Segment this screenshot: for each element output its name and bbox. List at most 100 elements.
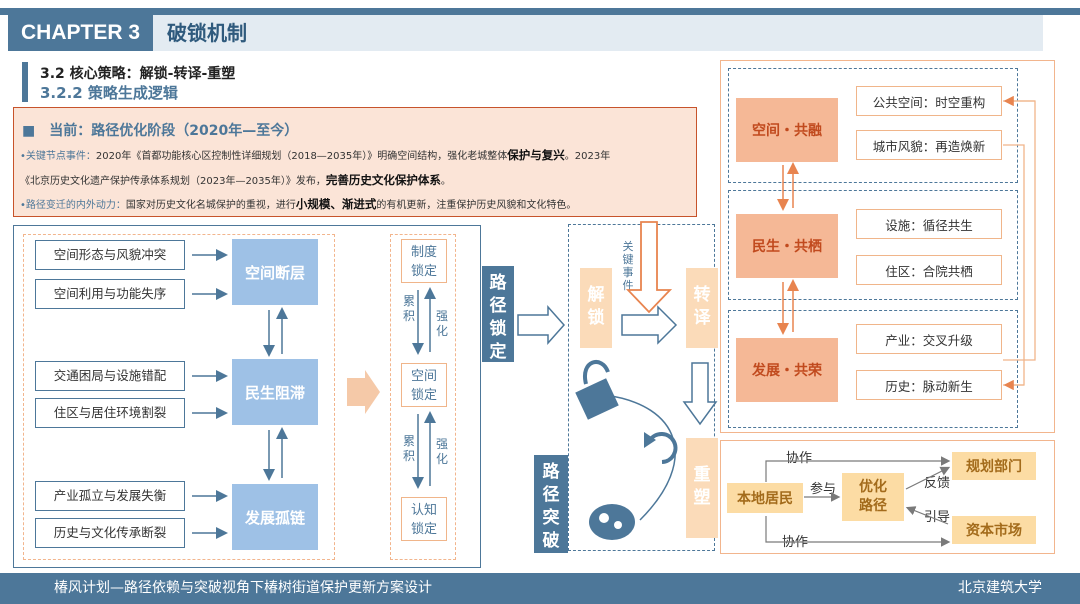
pl-4: 定 [489,342,507,362]
lock-space-line1: 空间 [410,369,437,384]
pb-4: 破 [542,531,560,551]
pb-2: 径 [542,485,560,505]
item-history: 历史：脉动新生 [856,370,1002,400]
optimize-1: 优化 [859,479,887,495]
group-space-box [728,68,1018,183]
event-text: 2020年《首都功能核心区控制性详细规划（2018—2035年）》明确空间结构，… [95,151,508,162]
optimize-2: 路径 [859,498,887,514]
footer-university: 北京建筑大学 [958,580,1042,596]
lock-cognition-line2: 锁定 [410,522,437,537]
guide-label: 引导 [924,510,951,525]
issue-3: 交通困局与设施错配 [35,361,185,391]
issue-1: 空间形态与风貌冲突 [35,240,185,270]
current-stage-title: ■ 当前：路径优化阶段（2020年—至今） [22,123,299,139]
unlock-2: 锁 [587,308,605,328]
block-spatial-fault: 空间断层 [232,239,318,305]
issue-2: 空间利用与功能失序 [35,279,185,309]
lock-institution-line2: 锁定 [410,264,437,279]
issue-6: 历史与文化传承断裂 [35,518,185,548]
block-isolated-chain: 发展孤链 [232,484,318,550]
event-end: 。2023年 [564,151,611,162]
item-facilities: 设施：循径共生 [856,209,1002,239]
locks-dashed-box [390,234,456,560]
page-title: 破锁机制 [167,21,247,45]
lock-institution-line1: 制度 [410,245,437,260]
strengthen-label-1: 强化 [435,309,449,339]
section-title: 3.2 核心策略：解锁-转译-重塑 [40,66,236,82]
accumulate-label-2: 累积 [402,434,416,464]
group-development-title: 发展・共荣 [736,338,838,402]
event-text-2: 《北京历史文化遗产保护传承体系规划（2023年—2035年）》发布， [20,176,326,187]
group-space-title: 空间・共融 [736,98,838,162]
path-lock-label: 路径锁定 [482,266,514,362]
acc-2b: 积 [402,449,415,463]
lock-institution: 制度锁定 [401,239,447,283]
title-bar: 破锁机制 [153,15,1043,51]
reshape-label: 重塑 [686,438,718,538]
issue-5: 产业孤立与发展失衡 [35,481,185,511]
pb-3: 突 [542,508,560,528]
rotate-icon [644,432,678,464]
acc-2a: 累 [402,434,415,448]
lock-space: 空间锁定 [401,363,447,407]
acc-1b: 积 [402,309,415,323]
unlock-label: 解锁 [580,268,612,348]
section-bar [22,62,28,102]
translate-2: 译 [693,308,711,328]
lock-cognition-line1: 认知 [410,503,437,518]
strengthen-label-2: 强化 [435,437,449,467]
top-stripe [0,8,1080,15]
group-livelihood-box [728,190,1018,300]
issues-dashed-box [23,234,335,560]
issue-4: 住区与居住环境割裂 [35,398,185,428]
actor-residents: 本地居民 [727,483,803,513]
force-line: •路径变迁的内外动力：国家对历史文化名城保护的重视，进行小规模、渐进式的有机更新… [20,196,576,212]
key-event-label: 关键事件 [621,240,635,292]
block-livelihood-stagnation: 民生阻滞 [232,359,318,425]
outcomes-panel [720,60,1055,433]
ke-3: 事 [622,266,634,279]
group-livelihood-title: 民生・共栖 [736,214,838,278]
event-line-2: 《北京历史文化遗产保护传承体系规划（2023年—2035年）》发布，完善历史文化… [20,172,451,188]
current-stage-box [13,107,697,217]
key-icon [589,504,635,540]
str-1b: 化 [435,324,448,338]
footer-bar: 椿风计划—路径依赖与突破视角下椿树街道保护更新方案设计 北京建筑大学 [0,573,1080,604]
force-bold: 小规模、渐进式 [295,197,377,211]
pl-2: 径 [489,296,507,316]
item-city-style: 城市风貌：再造焕新 [856,130,1002,160]
str-2a: 强 [435,437,448,451]
str-2b: 化 [435,452,448,466]
reshape-2: 塑 [693,488,711,508]
item-public-space: 公共空间：时空重构 [856,86,1002,116]
cooperate-top-label: 协作 [786,451,813,466]
translate-1: 转 [693,285,711,305]
event-bold-2: 完善历史文化保护体系 [325,173,441,187]
feedback-label: 反馈 [924,476,951,491]
group-development-box [728,310,1018,428]
event-end-2: 。 [440,176,451,187]
footer-project-title: 椿风计划—路径依赖与突破视角下椿树街道保护更新方案设计 [54,580,432,596]
acc-1a: 累 [402,294,415,308]
ke-2: 键 [622,253,634,266]
force-key: •路径变迁的内外动力： [20,200,126,211]
ke-4: 件 [622,279,634,292]
accumulate-label-1: 累积 [402,294,416,324]
actor-capital: 资本市场 [952,516,1036,544]
pl-1: 路 [489,273,507,293]
pb-1: 路 [542,462,560,482]
item-residential: 住区：合院共栖 [856,255,1002,285]
translate-label: 转译 [686,268,718,348]
event-bold: 保护与复兴 [507,148,565,162]
path-lock-panel [13,225,481,568]
reshape-1: 重 [693,465,711,485]
path-breakthrough-label: 路径突破 [534,455,568,553]
participate-label: 参与 [810,482,837,497]
chapter-label: CHAPTER 3 [8,15,153,51]
unlock-1: 解 [587,285,605,305]
force-end: 的有机更新，注重保护历史风貌和文化特色。 [376,200,577,211]
unlock-icon [575,360,619,420]
event-line-1: •关键节点事件：2020年《首都功能核心区控制性详细规划（2018—2035年）… [20,147,610,163]
item-industry: 产业：交叉升级 [856,324,1002,354]
